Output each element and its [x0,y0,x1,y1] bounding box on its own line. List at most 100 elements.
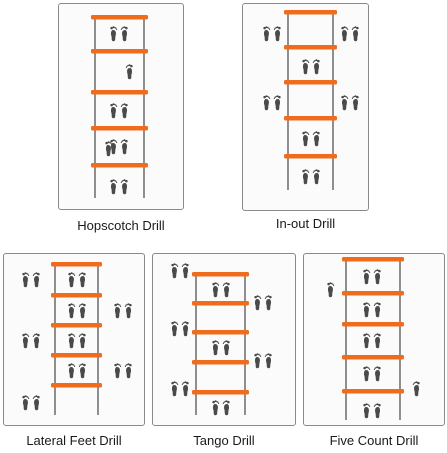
lateral-rung [51,383,102,388]
hopscotch-rung [91,49,148,54]
footprint-icon [110,179,118,195]
hopscotch-rung [91,163,148,168]
footprint-icon [171,321,179,337]
footprint-icon [312,131,320,147]
footprint-icon [110,103,118,119]
footprint-icon [363,403,371,419]
footprint-icon [125,64,133,80]
footprint-icon [171,381,179,397]
footprint-icon [363,269,371,285]
five-count-rung [342,322,404,327]
tango-rung [192,330,249,335]
footprint-icon [120,179,128,195]
five-count-rung [342,291,404,296]
hopscotch-rung [91,126,148,131]
footprint-icon [373,403,381,419]
footprint-icon [273,26,281,42]
hopscotch-rung [91,90,148,95]
in-out-rung [284,45,337,50]
lateral-rung [51,293,102,298]
tango-rung [192,360,249,365]
panel-tango [152,253,296,426]
footprint-icon [171,263,179,279]
footprint-icon [212,400,220,416]
footprint-icon [373,366,381,382]
footprint-icon [78,333,86,349]
footprint-icon [273,95,281,111]
footprint-icon [181,263,189,279]
five-count-rung [342,355,404,360]
footprint-icon [351,26,359,42]
footprint-icon [264,353,272,369]
footprint-icon [222,400,230,416]
five-count-rung [342,389,404,394]
footprint-icon [68,333,76,349]
footprint-icon [373,333,381,349]
drill-label-tango: Tango Drill [193,433,255,448]
footprint-icon [114,363,122,379]
footprint-icon [120,139,128,155]
footprint-icon [302,169,310,185]
in-out-rung [284,116,337,121]
footprint-icon [110,139,118,155]
footprint-icon [181,381,189,397]
footprint-icon [302,59,310,75]
footprint-icon [68,303,76,319]
footprint-icon [78,272,86,288]
footprint-icon [22,333,30,349]
tango-rung [192,301,249,306]
footprint-icon [363,366,371,382]
footprint-icon [22,395,30,411]
footprint-icon [78,363,86,379]
footprint-icon [412,381,420,397]
footprint-icon [124,363,132,379]
in-out-rung [284,154,337,159]
footprint-icon [222,282,230,298]
footprint-icon [263,26,271,42]
footprint-icon [351,95,359,111]
footprint-icon [373,302,381,318]
lateral-rung [51,262,102,267]
footprint-icon [105,141,113,157]
footprint-icon [254,353,262,369]
drill-label-hopscotch: Hopscotch Drill [77,218,165,233]
footprint-icon [264,295,272,311]
drill-label-lateral-feet: Lateral Feet Drill [26,433,122,448]
footprint-icon [363,302,371,318]
footprint-icon [312,169,320,185]
drill-label-five-count: Five Count Drill [329,433,419,448]
footprint-icon [120,26,128,42]
footprint-icon [341,95,349,111]
footprint-icon [78,303,86,319]
footprint-icon [22,272,30,288]
footprint-icon [110,26,118,42]
footprint-icon [32,272,40,288]
drill-label-in-out: In-out Drill [275,216,336,231]
footprint-icon [32,333,40,349]
footprint-icon [263,95,271,111]
footprint-icon [68,363,76,379]
lateral-rung [51,353,102,358]
footprint-icon [32,395,40,411]
footprint-icon [312,59,320,75]
footprint-icon [363,333,371,349]
footprint-icon [327,282,335,298]
footprint-icon [254,295,262,311]
footprint-icon [341,26,349,42]
tango-rung [192,390,249,395]
footprint-icon [181,321,189,337]
five-count-rung [342,257,404,262]
footprint-icon [114,303,122,319]
footprint-icon [120,103,128,119]
footprint-icon [222,340,230,356]
footprint-icon [68,272,76,288]
footprint-icon [124,303,132,319]
hopscotch-rung [91,15,148,20]
footprint-icon [373,269,381,285]
footprint-icon [212,340,220,356]
tango-rung [192,272,249,277]
footprint-icon [212,282,220,298]
in-out-rung [284,80,337,85]
lateral-rung [51,323,102,328]
